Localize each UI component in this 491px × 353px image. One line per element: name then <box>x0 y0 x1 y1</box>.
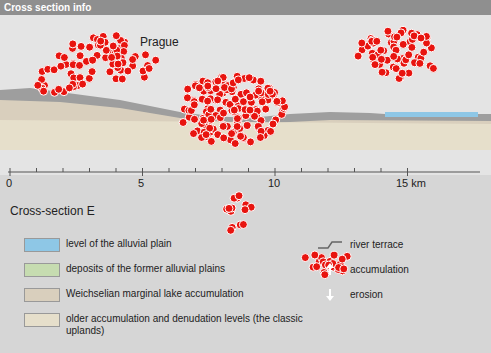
legend-swatch <box>24 288 60 302</box>
legend-symbol <box>326 289 334 301</box>
place-label: Prague <box>140 36 179 49</box>
legend-swatch <box>24 263 60 277</box>
legend-text: accumulation <box>350 263 409 276</box>
legend-text: level of the alluvial plain <box>66 238 306 250</box>
legend-text: Weichselian marginal lake accumulation <box>66 288 306 300</box>
legend-text: erosion <box>350 288 383 301</box>
legend-swatch <box>24 313 60 327</box>
legend-text: deposits of the former alluvial plains <box>66 263 306 275</box>
axis-ticks <box>10 168 408 176</box>
section-label: Cross-section E <box>10 205 95 218</box>
legend-text: river terrace <box>350 238 403 251</box>
lake-accumulation-layer <box>0 100 491 150</box>
terrain-surface <box>0 88 491 150</box>
axis-label: 10 <box>268 177 280 190</box>
upland-layer <box>0 120 491 150</box>
legend-symbol <box>318 242 342 248</box>
axis-line <box>8 172 480 173</box>
axis-label: 5 <box>138 177 144 190</box>
legend-text: older accumulation and denudation levels… <box>66 313 306 337</box>
title-bar <box>0 0 491 15</box>
section-panel <box>0 15 491 175</box>
alluvial-plain-water <box>385 112 478 117</box>
title-text: Cross section info <box>4 1 91 14</box>
legend-swatch <box>24 238 60 252</box>
legend-symbol <box>326 263 334 275</box>
red-dots <box>34 26 438 278</box>
axis-label: 0 <box>6 177 12 190</box>
axis-label: 15 km <box>396 177 426 190</box>
